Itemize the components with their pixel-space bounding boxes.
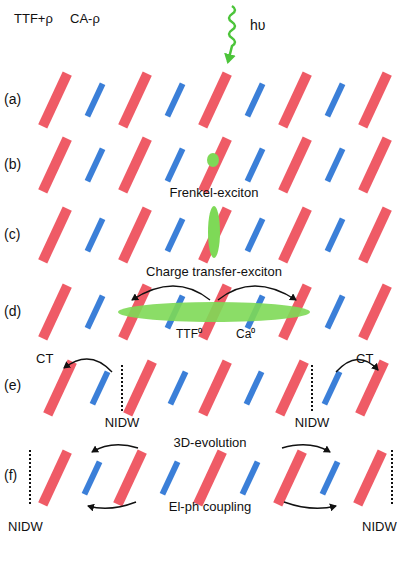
label: (e) xyxy=(4,378,21,393)
ca-molecule xyxy=(85,294,106,329)
label: CT xyxy=(356,352,373,366)
label: Frenkel-exciton xyxy=(170,186,259,200)
ttf-molecule xyxy=(275,360,309,417)
ct-exciton xyxy=(208,206,220,258)
nidw-line xyxy=(391,450,393,505)
ttf-molecule xyxy=(118,207,152,264)
label: (b) xyxy=(4,157,21,172)
domain-exciton xyxy=(118,302,310,322)
ttf-molecule xyxy=(355,360,389,417)
ca-molecule xyxy=(244,370,265,405)
label: (c) xyxy=(4,227,20,242)
ca-molecule xyxy=(325,294,346,329)
ca-molecule xyxy=(160,460,181,495)
ttf-molecule xyxy=(118,137,152,194)
ca-molecule xyxy=(245,217,266,252)
ttf-molecule xyxy=(358,207,392,264)
ca-molecule xyxy=(165,147,186,182)
ca-molecule xyxy=(325,147,346,182)
ttf-molecule xyxy=(198,360,232,417)
label: NIDW xyxy=(105,416,140,430)
evolution-arrow xyxy=(282,445,330,452)
ttf-molecule xyxy=(198,207,232,264)
ct-arrow xyxy=(132,286,210,300)
ca-molecule xyxy=(85,147,106,182)
ttf-molecule xyxy=(38,207,72,264)
nidw-line xyxy=(29,450,31,505)
ca-molecule xyxy=(322,370,343,405)
ca-molecule xyxy=(165,82,186,117)
ca-molecule xyxy=(240,460,261,495)
ttf-molecule xyxy=(193,450,227,507)
ttf-molecule xyxy=(358,284,392,341)
nidw-line xyxy=(311,365,313,412)
label: NIDW xyxy=(8,520,43,534)
evolution-arrow xyxy=(284,502,336,508)
ttf-molecule xyxy=(353,450,387,507)
ca-molecule xyxy=(90,370,111,405)
label: (a) xyxy=(4,92,21,107)
ttf-molecule xyxy=(43,360,77,417)
nidw-line xyxy=(121,365,123,412)
label: Charge transfer-exciton xyxy=(146,265,282,279)
label: CT xyxy=(36,352,53,366)
ttf-molecule xyxy=(278,207,312,264)
ca-molecule xyxy=(325,217,346,252)
ttf-molecule xyxy=(198,137,232,194)
ttf-molecule xyxy=(278,72,312,129)
ca-molecule xyxy=(165,217,186,252)
evolution-arrow xyxy=(92,445,138,452)
ttf-molecule xyxy=(198,72,232,129)
ca-molecule xyxy=(85,217,106,252)
ttf-molecule xyxy=(358,72,392,129)
ca-molecule xyxy=(245,82,266,117)
ttf-molecule xyxy=(38,450,72,507)
ca-molecule xyxy=(168,370,189,405)
evolution-arrow xyxy=(88,502,136,508)
ca-molecule xyxy=(82,460,103,495)
ttf-molecule xyxy=(38,72,72,129)
ca-molecule xyxy=(85,82,106,117)
ttf-molecule xyxy=(113,450,147,507)
label: NIDW xyxy=(295,416,330,430)
photon-wave xyxy=(228,6,235,62)
label: TTF⁰ xyxy=(176,328,202,341)
label: Ca⁰ xyxy=(236,328,255,341)
label: El-ph coupling xyxy=(169,500,251,514)
label: CA-ρ xyxy=(70,12,100,26)
frenkel-exciton xyxy=(207,153,219,167)
ct-arrow xyxy=(64,359,112,372)
molecule-stacks xyxy=(38,72,392,507)
ttf-molecule xyxy=(278,137,312,194)
ttf-molecule xyxy=(358,137,392,194)
label: (f) xyxy=(4,468,17,483)
ttf-molecule xyxy=(38,284,72,341)
label: 3D-evolution xyxy=(174,436,247,450)
ttf-molecule xyxy=(38,137,72,194)
label: NIDW xyxy=(362,520,397,534)
ttf-molecule xyxy=(273,450,307,507)
ct-arrow xyxy=(218,286,296,300)
ttf-molecule xyxy=(118,72,152,129)
label: TTF+ρ xyxy=(14,12,53,26)
ca-molecule xyxy=(325,82,346,117)
ca-molecule xyxy=(320,460,341,495)
ttf-molecule xyxy=(123,360,157,417)
label: (d) xyxy=(4,304,21,319)
label: hυ xyxy=(250,18,265,33)
ca-molecule xyxy=(245,147,266,182)
